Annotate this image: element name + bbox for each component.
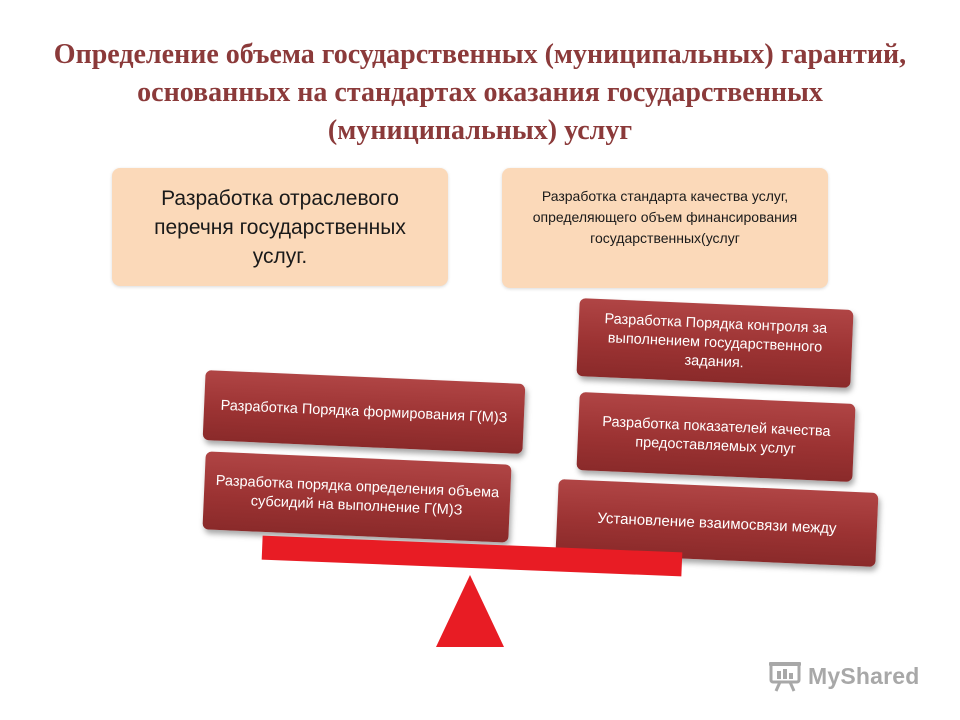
formation-order-box: Разработка Порядка формирования Г(М)З [202, 370, 526, 454]
slide-title: Определение объема государственных (муни… [53, 39, 907, 146]
subsidy-order-box: Разработка порядка определения объема су… [202, 451, 512, 543]
myshared-watermark: MyShared [768, 658, 928, 694]
control-order-label: Разработка Порядка контроля за выполнени… [604, 310, 828, 371]
subsidy-order-label: Разработка порядка определения объема су… [215, 472, 500, 519]
control-order-box: Разработка Порядка контроля за выполнени… [576, 298, 854, 388]
presentation-board-icon [769, 662, 801, 692]
quality-standard-box: Разработка стандарта качества услуг, опр… [502, 168, 828, 288]
industry-services-list-box: Разработка отраслевого перечня государст… [112, 168, 448, 286]
quality-indicators-label: Разработка показателей качества предоста… [601, 414, 831, 458]
relationship-label: Установление взаимосвязи между [597, 509, 837, 537]
quality-indicators-box: Разработка показателей качества предоста… [576, 392, 856, 482]
scale-fulcrum [436, 575, 504, 647]
formation-order-label: Разработка Порядка формирования Г(М)З [220, 397, 508, 426]
watermark-text: MyShared [808, 662, 920, 689]
